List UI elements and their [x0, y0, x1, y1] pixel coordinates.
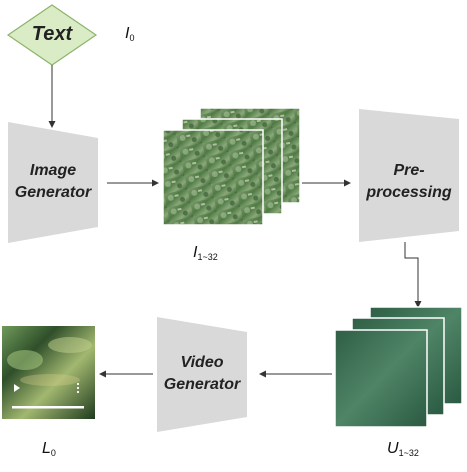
u-frames-stack	[334, 306, 463, 428]
i0-label: I0	[125, 25, 135, 43]
preprocessing-label: Pre- processing	[366, 162, 452, 201]
image-generator-label: Image Generator	[14, 162, 92, 201]
frame-front	[162, 129, 264, 226]
text-node-label: Text	[31, 23, 73, 45]
video-generator-shape	[157, 317, 247, 432]
image-generator-shape	[8, 122, 98, 243]
frames-label: I1~32	[193, 244, 218, 262]
preprocessing-shape	[359, 109, 459, 242]
more-options-icon[interactable]	[76, 382, 80, 394]
video-output-thumbnail	[2, 326, 95, 419]
u-label: U1~32	[387, 440, 419, 458]
u-frame-front	[334, 329, 428, 428]
play-icon[interactable]	[14, 384, 20, 392]
video-generator-label: Video Generator	[163, 354, 241, 393]
l0-label: L0	[42, 440, 56, 458]
image-frames-stack	[162, 107, 301, 226]
arrow-preprocessing-to-u	[404, 242, 422, 308]
video-progress-bar[interactable]	[12, 406, 84, 409]
